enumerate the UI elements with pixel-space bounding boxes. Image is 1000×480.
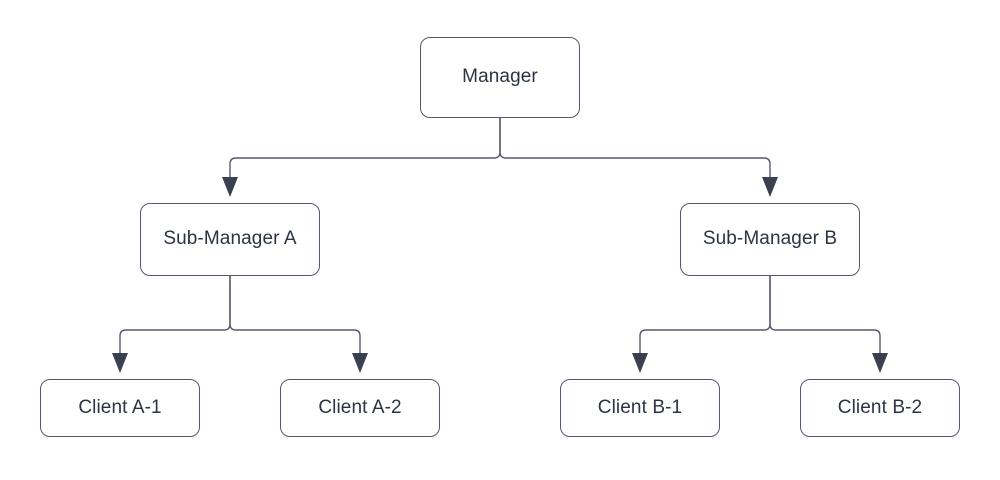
node-client-a-2-label: Client A-2 — [318, 396, 402, 418]
node-client-a-1[interactable]: Client A-1 — [40, 379, 200, 437]
node-client-a-1-label: Client A-1 — [78, 396, 162, 418]
arrowhead-sub-manager-a — [222, 177, 238, 197]
arrowhead-sub-manager-b — [762, 177, 778, 197]
node-client-b-2-label: Client B-2 — [837, 396, 923, 418]
node-sub-manager-b-label: Sub-Manager B — [702, 228, 838, 250]
edge-sub-a-to-client-a-1 — [119, 275, 231, 358]
edge-sub-a-to-client-a-2 — [229, 275, 361, 358]
edge-manager-to-sub-b — [499, 117, 771, 182]
node-manager-label: Manager — [462, 66, 538, 88]
node-client-b-1[interactable]: Client B-1 — [560, 379, 720, 437]
arrowhead-client-a-2 — [352, 353, 368, 373]
node-client-a-2[interactable]: Client A-2 — [280, 379, 440, 437]
edge-sub-b-to-client-b-2 — [769, 275, 881, 358]
arrowhead-client-b-1 — [632, 353, 648, 373]
node-sub-manager-b[interactable]: Sub-Manager B — [680, 203, 860, 276]
arrowhead-client-b-2 — [872, 353, 888, 373]
arrowhead-client-a-1 — [112, 353, 128, 373]
node-sub-manager-a[interactable]: Sub-Manager A — [140, 203, 320, 276]
edge-manager-to-sub-a — [229, 117, 501, 182]
node-client-b-1-label: Client B-1 — [597, 396, 683, 418]
node-client-b-2[interactable]: Client B-2 — [800, 379, 960, 437]
node-manager[interactable]: Manager — [420, 37, 580, 118]
node-sub-manager-a-label: Sub-Manager A — [163, 228, 297, 250]
edge-sub-b-to-client-b-1 — [639, 275, 771, 358]
